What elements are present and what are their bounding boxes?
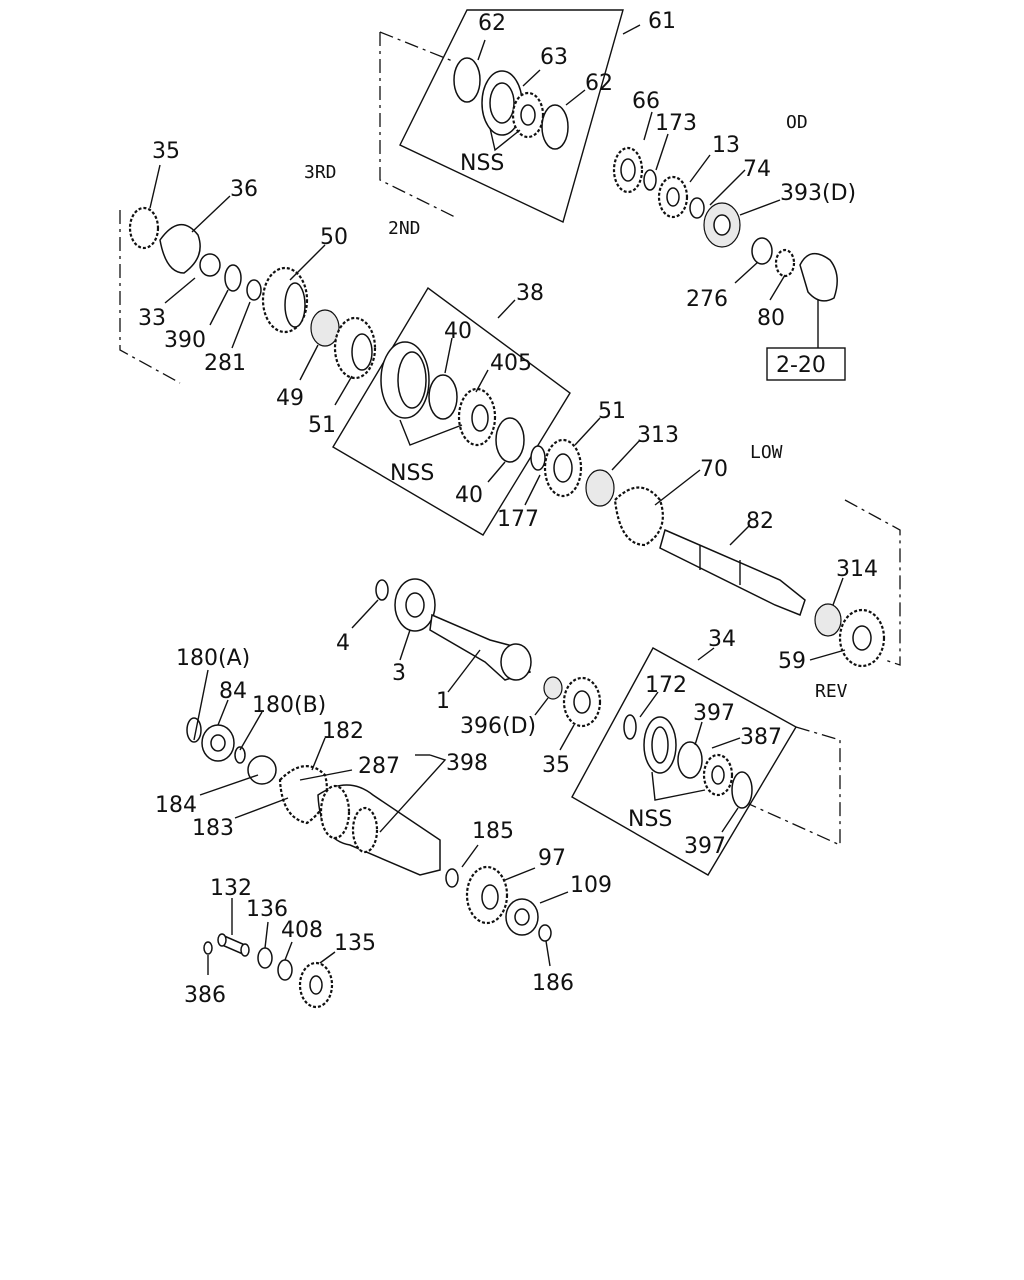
- callout-35a: 35: [152, 139, 180, 164]
- callout-397a: 397: [693, 701, 735, 726]
- callout-281: 281: [204, 351, 246, 376]
- callout-35b: 35: [542, 753, 570, 778]
- input-shaft-group: 4 3 1 396(D) 35: [336, 578, 602, 778]
- callout-51b: 51: [598, 399, 626, 424]
- callout-50: 50: [320, 225, 348, 250]
- callout-40a: 40: [444, 319, 472, 344]
- callout-33: 33: [138, 306, 166, 331]
- callout-182: 182: [322, 719, 364, 744]
- third-gear-parts: 3RD 2ND 35 36 50 33 390 281 49 51: [119, 139, 421, 438]
- section-rev: REV: [815, 681, 848, 702]
- callout-36: 36: [230, 177, 258, 202]
- reverse-idler-group: 132 136 408 135 386: [184, 876, 376, 1009]
- callout-393d: 393(D): [780, 181, 856, 206]
- callout-132: 132: [210, 876, 252, 901]
- callout-61: 61: [648, 9, 676, 34]
- callout-135: 135: [334, 931, 376, 956]
- callout-49: 49: [276, 386, 304, 411]
- callout-386: 386: [184, 983, 226, 1008]
- nss-label-middle: NSS: [390, 461, 434, 486]
- ref-box-2-20[interactable]: 2-20: [776, 353, 826, 378]
- low-gear-shaft: LOW 51 313 177 70 82 314 59 REV: [497, 399, 901, 702]
- callout-62b: 62: [585, 71, 613, 96]
- callout-276: 276: [686, 287, 728, 312]
- od-parts: OD 66 173 13 74 393(D) 276 80 2-20: [612, 89, 856, 381]
- sync-assembly-34: 34 172 397 387 NSS 397: [571, 627, 841, 876]
- section-3rd: 3RD: [304, 162, 337, 183]
- callout-313: 313: [637, 423, 679, 448]
- callout-13: 13: [712, 133, 740, 158]
- callout-63: 63: [540, 45, 568, 70]
- callout-1: 1: [436, 689, 450, 714]
- callout-62a: 62: [478, 11, 506, 36]
- callout-38: 38: [516, 281, 544, 306]
- section-low: LOW: [750, 442, 783, 463]
- callout-183: 183: [192, 816, 234, 841]
- callout-185: 185: [472, 819, 514, 844]
- callout-408: 408: [281, 918, 323, 943]
- section-2nd: 2ND: [388, 218, 421, 239]
- callout-396d: 396(D): [460, 714, 536, 739]
- callout-180a: 180(A): [176, 646, 250, 671]
- callout-51a: 51: [308, 413, 336, 438]
- callout-172: 172: [645, 673, 687, 698]
- callout-177: 177: [497, 507, 539, 532]
- callout-180b: 180(B): [252, 693, 326, 718]
- callout-66: 66: [632, 89, 660, 114]
- callout-173: 173: [655, 111, 697, 136]
- sync-assembly-61: 62 61 63 62 NSS: [379, 9, 676, 223]
- callout-59: 59: [778, 649, 806, 674]
- callout-4: 4: [336, 631, 350, 656]
- callout-397b: 397: [684, 834, 726, 859]
- callout-287: 287: [358, 754, 400, 779]
- callout-109: 109: [570, 873, 612, 898]
- callout-136: 136: [246, 897, 288, 922]
- callout-398: 398: [446, 751, 488, 776]
- callout-34: 34: [708, 627, 736, 652]
- callout-82: 82: [746, 509, 774, 534]
- callout-80: 80: [757, 306, 785, 331]
- nss-label-bottom: NSS: [628, 807, 672, 832]
- callout-186: 186: [532, 971, 574, 996]
- callout-387: 387: [740, 725, 782, 750]
- callout-314: 314: [836, 557, 878, 582]
- section-od: OD: [786, 112, 808, 133]
- callout-3: 3: [392, 661, 406, 686]
- callout-405: 405: [490, 351, 532, 376]
- callout-390: 390: [164, 328, 206, 353]
- callout-40b: 40: [455, 483, 483, 508]
- callout-74: 74: [743, 157, 771, 182]
- callout-70: 70: [700, 457, 728, 482]
- callout-184: 184: [155, 793, 197, 818]
- nss-label-top: NSS: [460, 151, 504, 176]
- sync-assembly-38: 38 40 405 NSS 40: [332, 281, 571, 536]
- callout-84: 84: [219, 679, 247, 704]
- callout-97: 97: [538, 846, 566, 871]
- countershaft-group: 180(A) 84 180(B) 182 287 398 184 183 185…: [155, 646, 612, 996]
